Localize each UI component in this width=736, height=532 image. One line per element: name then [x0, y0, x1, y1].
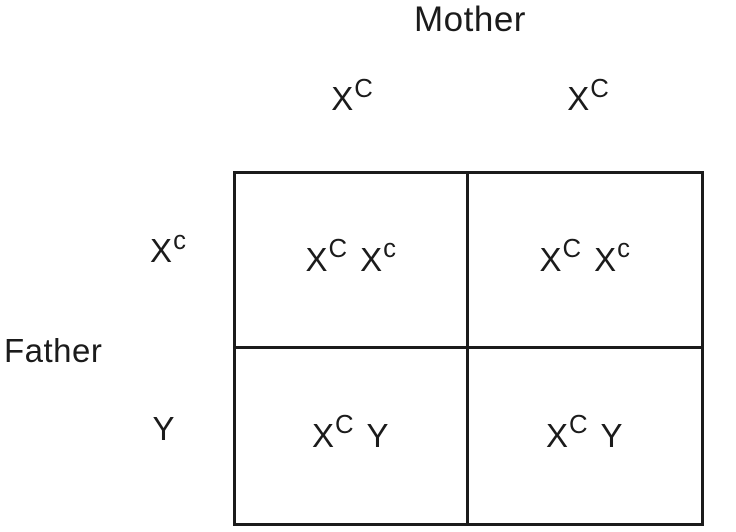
genotype: XC Y	[311, 413, 390, 455]
genotype: XC Xc	[539, 237, 631, 279]
allele: XC	[539, 237, 582, 279]
allele-base: X	[360, 240, 383, 278]
punnett-cell-top-left: XC Xc	[236, 174, 469, 349]
allele-superscript: c	[173, 226, 186, 255]
allele: Xc	[360, 237, 396, 279]
allele-base: X	[545, 416, 568, 454]
allele-superscript: C	[562, 235, 582, 264]
allele-superscript: C	[328, 235, 348, 264]
punnett-cell-bottom-left: XC Y	[236, 348, 469, 523]
allele-superscript: c	[383, 235, 396, 264]
allele-base: X	[594, 240, 617, 278]
allele-base: Y	[152, 410, 175, 447]
allele-superscript: C	[334, 411, 354, 440]
allele-base: X	[331, 80, 354, 117]
mother-allele-1: XC	[331, 76, 373, 118]
punnett-cell-bottom-right: XC Y	[469, 349, 702, 524]
allele: XC	[545, 413, 588, 455]
allele: XC	[305, 237, 348, 279]
genotype: XC Y	[545, 413, 624, 455]
allele-superscript: C	[354, 74, 373, 103]
allele: Y	[367, 417, 390, 455]
father-label: Father	[4, 332, 103, 369]
allele: Xc	[594, 237, 630, 279]
allele: XC	[311, 413, 354, 455]
allele-base: X	[567, 80, 590, 117]
allele-base: X	[305, 240, 328, 278]
punnett-cell-top-right: XC Xc	[468, 174, 701, 349]
punnett-grid: XC Xc XC Xc XC Y XC Y	[233, 171, 704, 526]
father-allele-1: Xc	[150, 228, 186, 270]
allele-superscript: C	[590, 74, 609, 103]
mother-label: Mother	[414, 0, 526, 39]
genotype: XC Xc	[305, 237, 397, 279]
allele-base: X	[311, 416, 334, 454]
allele: Y	[601, 417, 624, 455]
allele-superscript: c	[617, 235, 630, 264]
allele-base: X	[150, 232, 173, 269]
mother-allele-2: XC	[567, 76, 609, 118]
allele-superscript: C	[568, 411, 588, 440]
father-allele-2: Y	[152, 410, 175, 448]
allele-base: X	[539, 240, 562, 278]
allele-base: Y	[366, 416, 389, 454]
allele-base: Y	[600, 416, 623, 454]
